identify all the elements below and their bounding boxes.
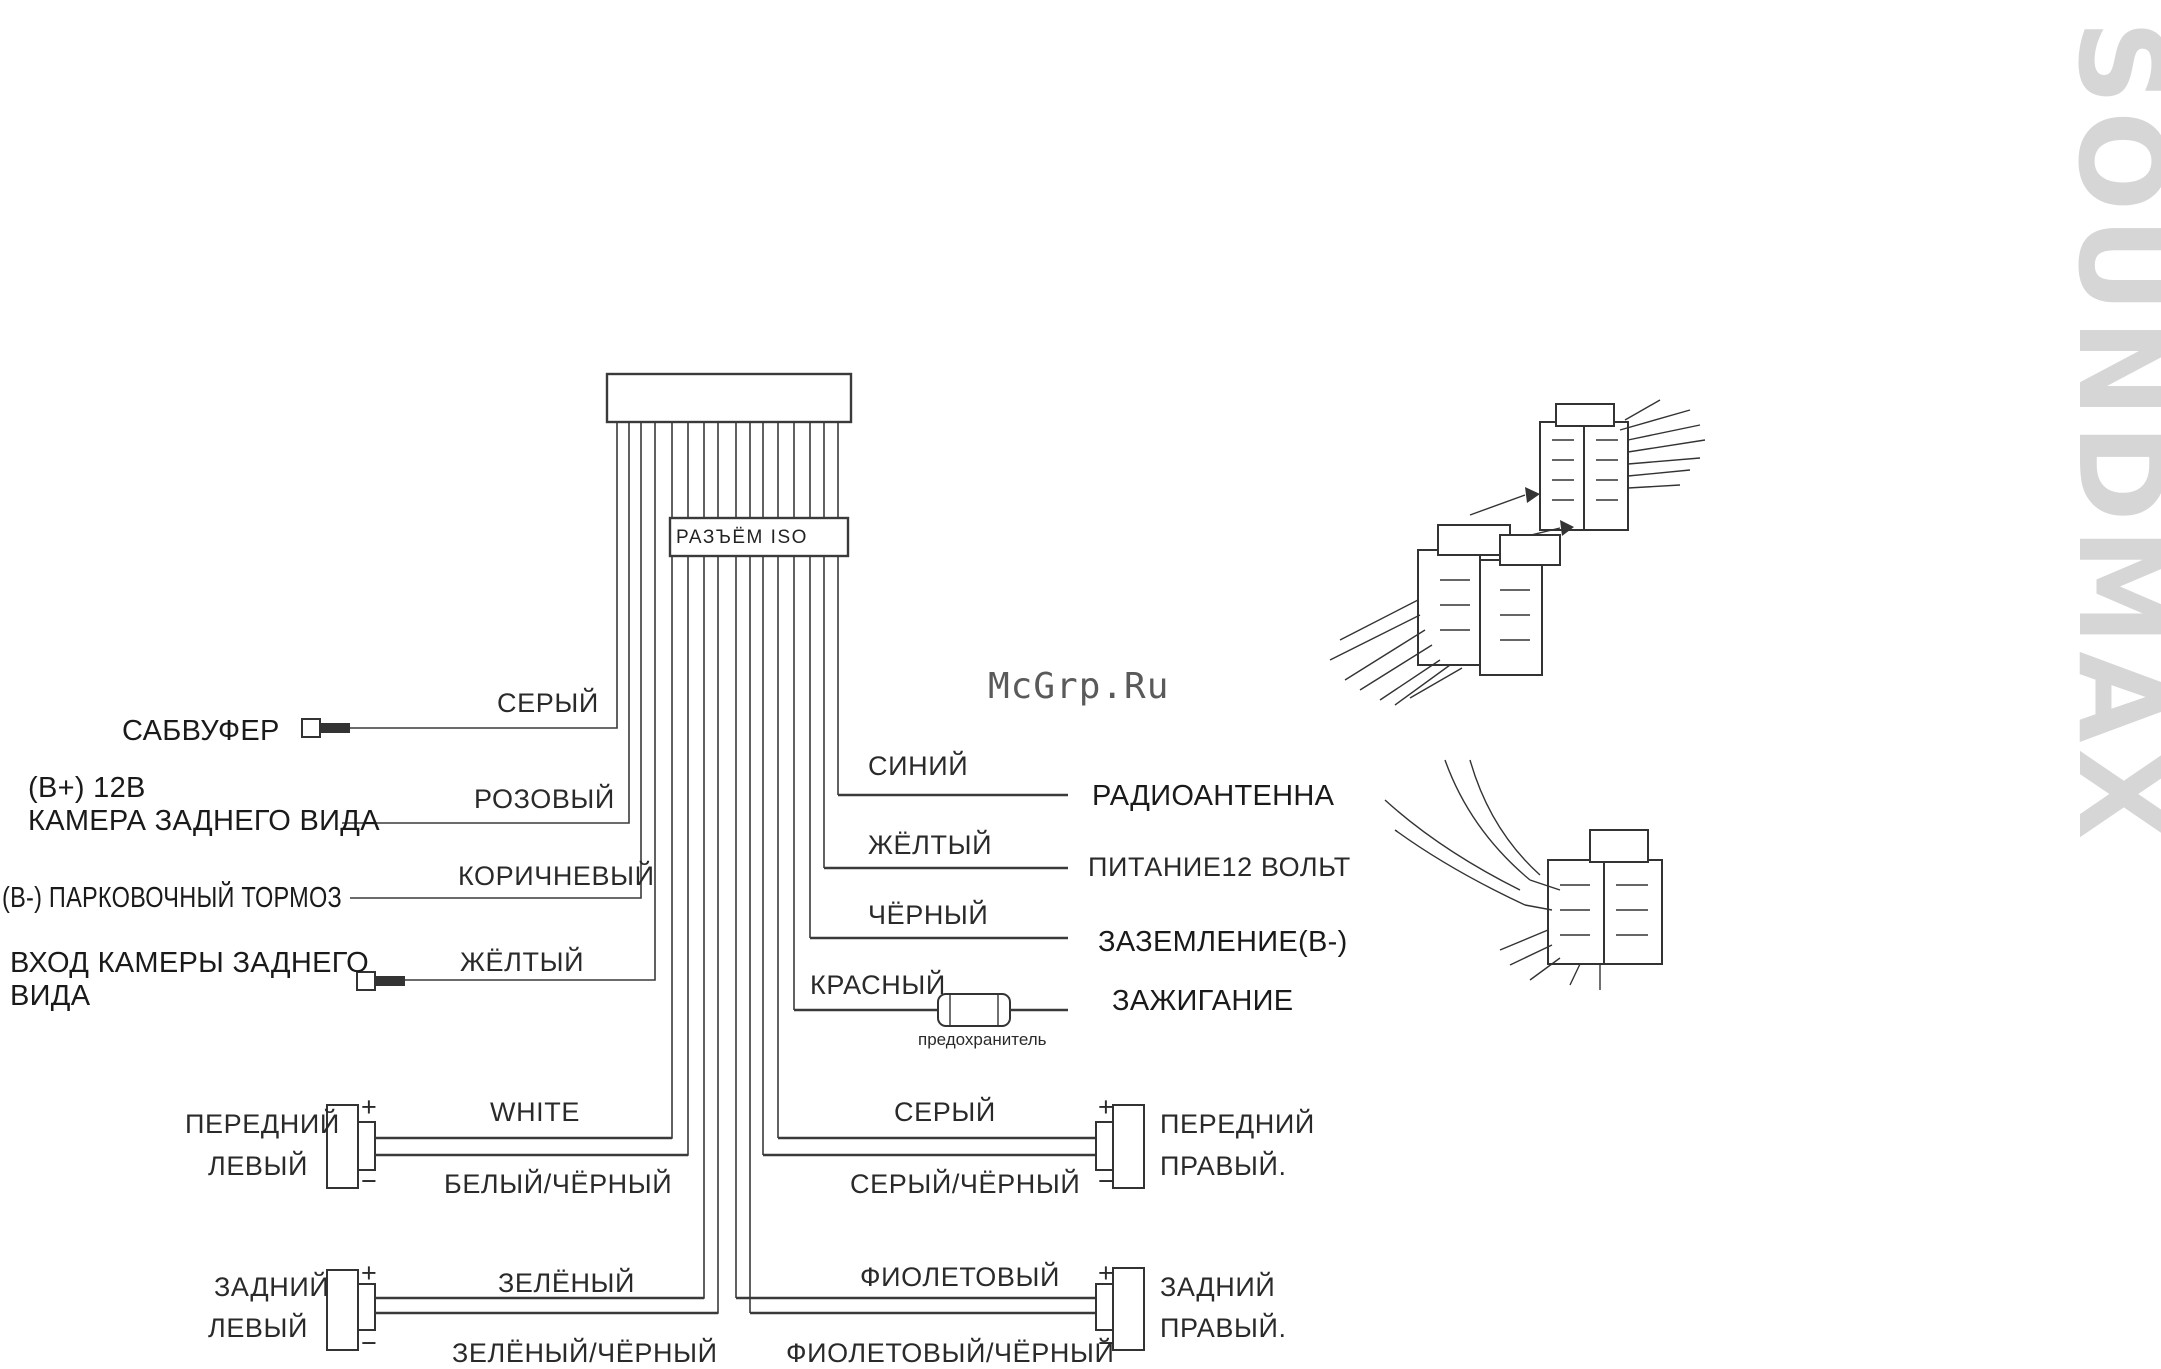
rca-plug-icon bbox=[301, 718, 321, 738]
rear-right-label-1: ЗАДНИЙ bbox=[1160, 1271, 1275, 1302]
rear-left-wire-neg: ЗЕЛЁНЫЙ/ЧЁРНЫЙ bbox=[452, 1337, 718, 1368]
minus-sign: − bbox=[361, 1328, 377, 1358]
camera-input-label-2: ВИДА bbox=[10, 980, 91, 1012]
rear-left-label-2: ЛЕВЫЙ bbox=[208, 1312, 308, 1343]
camera-power-label-1: (B+) 12В bbox=[28, 772, 146, 804]
iso-connector-box bbox=[668, 516, 850, 558]
ignition-label: ЗАЖИГАНИЕ bbox=[1112, 985, 1293, 1017]
iso-plug-front bbox=[1329, 524, 1561, 706]
front-right-speaker: + − ПЕРЕДНИЙ ПРАВЫЙ. СЕРЫЙ СЕРЫЙ/ЧЁРНЫЙ bbox=[763, 1092, 1315, 1199]
rear-right-label-2: ПРАВЫЙ. bbox=[1160, 1312, 1287, 1343]
site-label: McGrp.Ru bbox=[988, 666, 1169, 707]
front-left-speaker: + − ПЕРЕДНИЙ ЛЕВЫЙ WHITE БЕЛЫЙ/ЧЁРНЫЙ bbox=[185, 1092, 688, 1199]
front-left-wire-neg: БЕЛЫЙ/ЧЁРНЫЙ bbox=[444, 1168, 672, 1199]
antenna-connection: СИНИЙ РАДИОАНТЕННА bbox=[838, 750, 1335, 812]
rca-plug-body-icon bbox=[320, 723, 350, 733]
fuse-icon bbox=[937, 993, 1011, 1027]
plus-sign: + bbox=[1098, 1258, 1114, 1288]
minus-sign: − bbox=[1098, 1166, 1114, 1196]
power-wire-label: ЖЁЛТЫЙ bbox=[868, 829, 992, 860]
front-left-label-2: ЛЕВЫЙ bbox=[208, 1150, 308, 1181]
ground-connection: ЧЁРНЫЙ ЗАЗЕМЛЕНИЕ(B-) bbox=[810, 899, 1348, 958]
camera-input-connection: ВХОД КАМЕРЫ ЗАДНЕГО ВИДА ЖЁЛТЫЙ bbox=[10, 946, 584, 1012]
plus-sign: + bbox=[361, 1092, 377, 1122]
camera-input-wire-label: ЖЁЛТЫЙ bbox=[460, 946, 584, 977]
speaker-icon bbox=[1095, 1267, 1145, 1351]
front-right-label-2: ПРАВЫЙ. bbox=[1160, 1150, 1287, 1181]
power-connection: ЖЁЛТЫЙ ПИТАНИЕ12 ВОЛЬТ bbox=[824, 829, 1351, 882]
front-right-label-1: ПЕРЕДНИЙ bbox=[1160, 1108, 1315, 1139]
brand-watermark: SOUNDMAX bbox=[2052, 20, 2161, 846]
plus-sign: + bbox=[361, 1258, 377, 1288]
minus-sign: − bbox=[361, 1166, 377, 1196]
ignition-connection: КРАСНЫЙ предохранитель ЗАЖИГАНИЕ bbox=[794, 969, 1293, 1049]
watermark-text: SOUNDMAX bbox=[2052, 20, 2161, 846]
front-left-label-1: ПЕРЕДНИЙ bbox=[185, 1108, 340, 1139]
ground-label: ЗАЗЕМЛЕНИЕ(B-) bbox=[1098, 926, 1348, 958]
camera-input-label-1: ВХОД КАМЕРЫ ЗАДНЕГО bbox=[10, 947, 369, 979]
iso-label: РАЗЪЁМ ISO bbox=[676, 527, 808, 548]
rca-plug-body-icon bbox=[375, 976, 405, 986]
parking-brake-wire-label: КОРИЧНЕВЫЙ bbox=[458, 860, 655, 891]
front-left-wire-pos: WHITE bbox=[490, 1097, 580, 1127]
ground-wire-label: ЧЁРНЫЙ bbox=[868, 899, 988, 930]
speaker-icon bbox=[326, 1269, 376, 1351]
plus-sign: + bbox=[1098, 1092, 1114, 1122]
rear-left-label-1: ЗАДНИЙ bbox=[214, 1271, 329, 1302]
front-right-wire-neg: СЕРЫЙ/ЧЁРНЫЙ bbox=[850, 1168, 1080, 1199]
iso-connector-illustration bbox=[1329, 399, 1706, 706]
rear-left-speaker: + − ЗАДНИЙ ЛЕВЫЙ ЗЕЛЁНЫЙ ЗЕЛЁНЫЙ/ЧЁРНЫЙ bbox=[208, 1258, 718, 1368]
parking-brake-connection: (B-) ПАРКОВОЧНЫЙ ТОРМОЗ КОРИЧНЕВЫЙ bbox=[2, 860, 655, 914]
ignition-wire-label: КРАСНЫЙ bbox=[810, 969, 946, 1000]
head-unit-connector bbox=[605, 372, 853, 424]
subwoofer-wire-label: СЕРЫЙ bbox=[497, 687, 599, 718]
camera-power-wire-label: РОЗОВЫЙ bbox=[474, 783, 615, 814]
camera-power-label-2: КАМЕРА ЗАДНЕГО ВИДА bbox=[28, 805, 380, 837]
speaker-icon bbox=[1095, 1104, 1145, 1189]
subwoofer-connection: САБВУФЕР СЕРЫЙ bbox=[122, 687, 599, 747]
plug-insertion-illustration bbox=[1384, 759, 1663, 990]
subwoofer-label: САБВУФЕР bbox=[122, 715, 280, 747]
antenna-wire-label: СИНИЙ bbox=[868, 750, 968, 781]
rear-right-wire-neg: ФИОЛЕТОВЫЙ/ЧЁРНЫЙ bbox=[786, 1337, 1115, 1368]
rear-right-wire-pos: ФИОЛЕТОВЫЙ bbox=[860, 1261, 1060, 1292]
parking-brake-label: (B-) ПАРКОВОЧНЫЙ ТОРМОЗ bbox=[2, 880, 342, 914]
arrow-icon bbox=[1469, 487, 1574, 546]
antenna-label: РАДИОАНТЕННА bbox=[1092, 780, 1335, 812]
speaker-icon bbox=[326, 1104, 376, 1189]
rear-left-wire-pos: ЗЕЛЁНЫЙ bbox=[498, 1267, 635, 1298]
minus-sign: − bbox=[1098, 1328, 1114, 1358]
fuse-label: предохранитель bbox=[918, 1030, 1047, 1049]
front-right-wire-pos: СЕРЫЙ bbox=[894, 1096, 996, 1127]
power-label: ПИТАНИЕ12 ВОЛЬТ bbox=[1088, 852, 1351, 882]
iso-plug-pair bbox=[1547, 829, 1663, 965]
iso-plug-rear bbox=[1539, 399, 1706, 531]
pliers-icon bbox=[1384, 759, 1561, 911]
camera-power-connection: (B+) 12В КАМЕРА ЗАДНЕГО ВИДА РОЗОВЫЙ bbox=[28, 772, 615, 837]
rear-right-speaker: + − ЗАДНИЙ ПРАВЫЙ. ФИОЛЕТОВЫЙ ФИОЛЕТОВЫЙ… bbox=[736, 1258, 1287, 1368]
